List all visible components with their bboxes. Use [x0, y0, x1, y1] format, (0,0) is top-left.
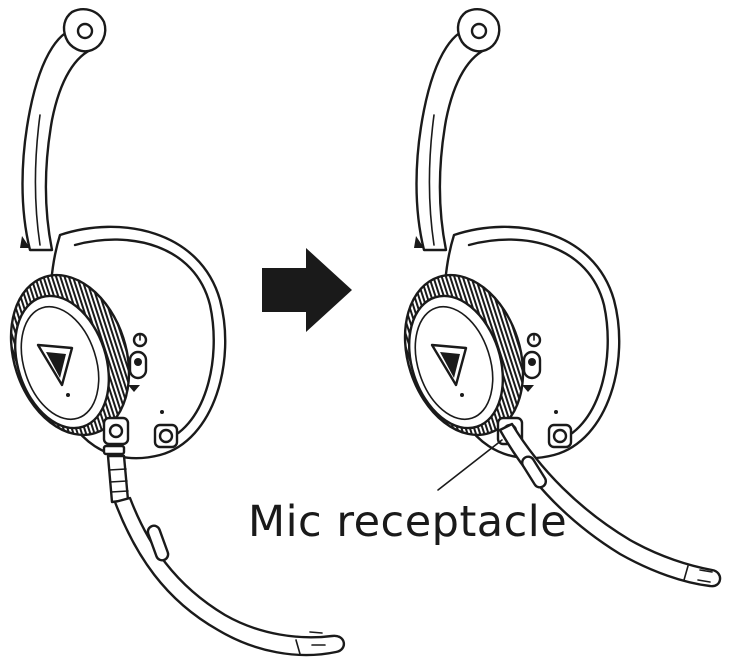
mic-plug: [102, 444, 130, 504]
headset-after: [384, 8, 722, 588]
right-arrow-icon: [262, 248, 352, 332]
headset-before: [0, 8, 345, 657]
mic-boom-attached: [498, 422, 722, 588]
callout-leader-line: [437, 439, 503, 491]
mic-receptacle-label: Mic receptacle: [248, 497, 568, 547]
mic-boom-detached: [113, 496, 345, 657]
